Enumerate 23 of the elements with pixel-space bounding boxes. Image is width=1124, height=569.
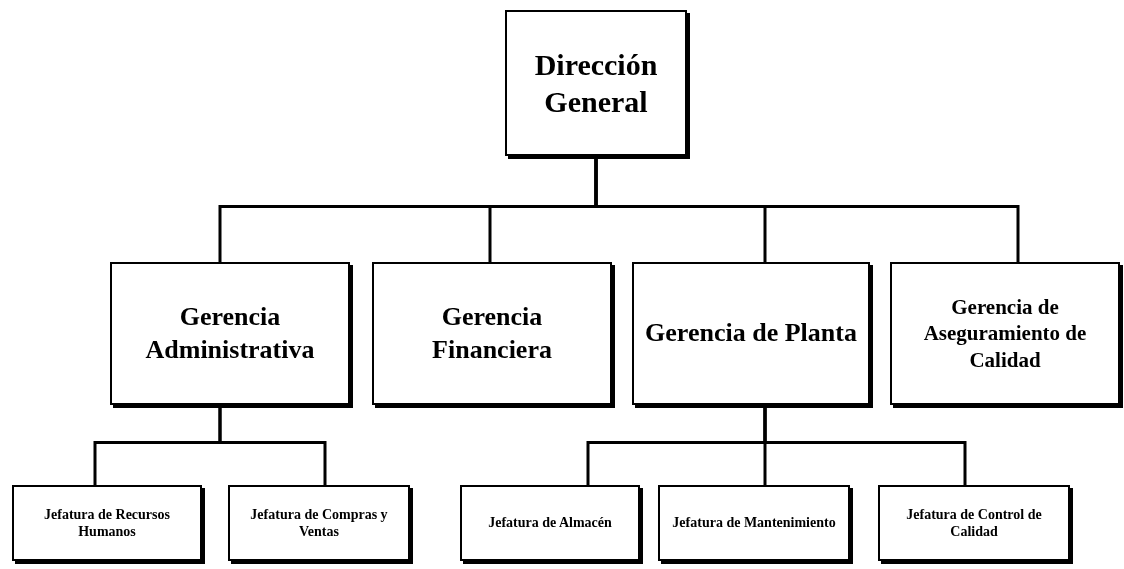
org-box [505,10,687,156]
box-label: Gerencia Financiera [431,301,553,366]
org-box [110,262,350,405]
box-label: Gerencia de Planta [645,317,857,350]
box-label: Gerencia Administrativa [144,301,316,366]
org-box [228,485,410,561]
box-label: Jefatura de Almacén [488,514,612,532]
org-box [658,485,850,561]
box-label: Jefatura de Mantenimiento [672,514,836,532]
org-box [460,485,640,561]
box-label: Jefatura de Control de Calidad [905,505,1043,541]
connector-line [594,159,1020,262]
box-label: Jefatura de Recursos Humanos [43,505,171,541]
box-label: Gerencia de Aseguramiento de Calidad [922,294,1088,373]
box-label: Jefatura de Compras y Ventas [249,505,389,541]
org-box [12,485,202,561]
box-label: Dirección General [533,46,659,120]
org-box [632,262,870,405]
org-box [890,262,1120,405]
connector-line [763,408,967,485]
connector-line [218,408,327,485]
org-box [372,262,612,405]
org-box [878,485,1070,561]
